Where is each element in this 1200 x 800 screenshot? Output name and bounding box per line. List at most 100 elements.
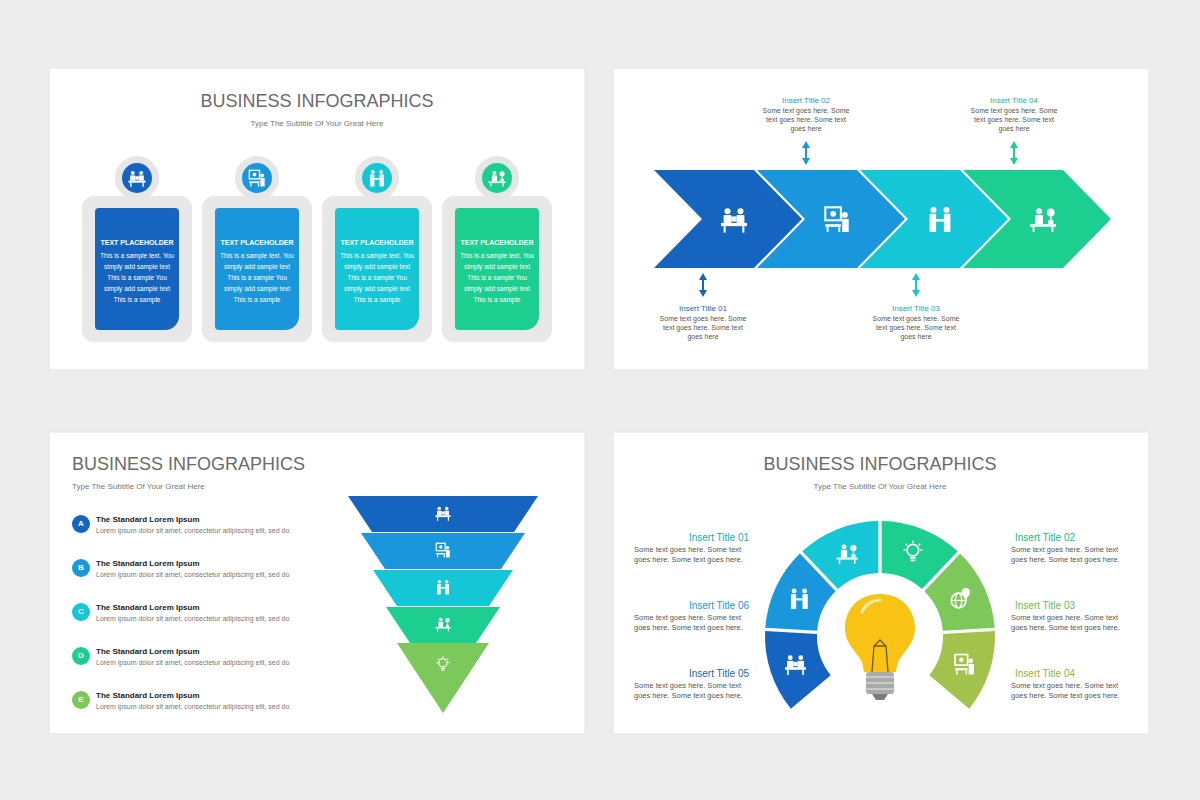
icon: [436, 618, 451, 632]
card-frame: [322, 196, 432, 342]
icon-ring: [475, 156, 519, 200]
callout-title: Insert Title 04: [1015, 667, 1145, 680]
card-frame: [442, 196, 552, 342]
body-text: Some text goes here. Some text goes here…: [634, 681, 752, 701]
funnel-layer: [386, 607, 500, 643]
body-text: Type The Subtitle Of Your Great Here: [167, 119, 467, 129]
badge-letter: D: [78, 651, 84, 661]
icon: [489, 171, 506, 187]
slide-panel: [613, 68, 1149, 370]
icon: [721, 208, 747, 232]
body-text: Some text goes here. Some text goes here…: [758, 106, 854, 133]
badge-letter: E: [78, 695, 83, 705]
body-text: Insert Title 03: [856, 304, 976, 314]
icon: [436, 543, 450, 557]
icon-disc: [362, 163, 392, 193]
callout-title: BUSINESS INFOGRAPHICS: [72, 454, 392, 475]
callout-title: BUSINESS INFOGRAPHICS: [680, 454, 1080, 475]
slide-panel: [49, 432, 585, 734]
card-body: This is a sample text. You simply add sa…: [99, 250, 175, 305]
card-heading: TEXT PLACEHOLDER: [339, 238, 415, 248]
text-card: TEXT PLACEHOLDERThis is a sample text. Y…: [215, 208, 299, 330]
double-arrow: [912, 273, 920, 297]
callout-title: Insert Title 01: [619, 531, 749, 544]
letter-badge: B: [72, 559, 90, 577]
card-body: This is a sample text. You simply add sa…: [459, 250, 535, 305]
ring-segment: [765, 631, 831, 709]
card-frame: [82, 196, 192, 342]
icon: [436, 656, 450, 671]
icon: [837, 545, 858, 564]
body-text: Insert Title 04: [954, 96, 1074, 106]
icon-disc: [482, 163, 512, 193]
text-card: TEXT PLACEHOLDERThis is a sample text. Y…: [455, 208, 539, 330]
callout-title: Insert Title 02: [1015, 531, 1145, 544]
funnel-layer: [373, 570, 513, 606]
light-bulb: [845, 594, 915, 700]
icon: [903, 541, 922, 562]
body-text: Some text goes here. Some text goes here…: [868, 314, 964, 341]
icon-ring: [355, 156, 399, 200]
double-arrow: [802, 141, 810, 165]
body-text: Some text goes here. Some text goes here…: [966, 106, 1062, 133]
callout-title: The Standard Lorem Ipsum: [96, 603, 331, 613]
slide-panel: [49, 68, 585, 370]
card-backs: [82, 196, 552, 342]
callout-title: The Standard Lorem Ipsum: [96, 559, 331, 569]
icon: [1030, 208, 1056, 232]
icon: [791, 589, 808, 609]
letter-badge: D: [72, 647, 90, 665]
body-text: Lorem ipsum dolor sit amet, consectetur …: [96, 614, 336, 623]
body-text: Some text goes here. Some text goes here…: [634, 613, 752, 633]
callout-title: The Standard Lorem Ipsum: [96, 515, 331, 525]
card-body: This is a sample text. You simply add sa…: [339, 250, 415, 305]
funnel-layer: [348, 496, 538, 532]
ring: [765, 521, 995, 709]
text-card: TEXT PLACEHOLDER This is a sample text. Y…: [335, 208, 419, 330]
body-text: Some text goes here. Some text goes here…: [1011, 545, 1129, 565]
badge-letter: B: [78, 563, 84, 573]
funnel-layer: [361, 533, 525, 569]
slide-title: BUSINESS INFOGRAPHICS: [117, 91, 517, 112]
drawing: [115, 141, 1111, 713]
body-text: Insert Title 01: [643, 304, 763, 314]
icon: [370, 170, 384, 186]
funnel-tip: [397, 643, 489, 713]
icon: [951, 588, 970, 608]
body-text: Lorem ipsum dolor sit amet, consectetur …: [96, 702, 336, 711]
callout-title: Insert Title 03: [1015, 599, 1145, 612]
callout-title: The Standard Lorem Ipsum: [96, 647, 331, 657]
card-frame: [202, 196, 312, 342]
body-text: Some text goes here. Some text goes here…: [1011, 613, 1129, 633]
icon-ring: [235, 156, 279, 200]
icon-ring: [115, 156, 159, 200]
ring-segment: [929, 631, 995, 709]
badge-letter: A: [78, 519, 84, 529]
callout-title: The Standard Lorem Ipsum: [96, 691, 331, 701]
slide-panel: [613, 432, 1149, 734]
ring-segment: [802, 521, 878, 589]
icon: [249, 170, 264, 186]
card-heading: TEXT PLACEHOLDER: [99, 238, 175, 248]
icon: [436, 507, 451, 521]
icon: [437, 580, 449, 594]
letter-badge: A: [72, 515, 90, 533]
card-body: This is a sample text. You simply add sa…: [219, 250, 295, 305]
icon: [825, 207, 848, 232]
callout-title: Insert Title 05: [619, 667, 749, 680]
callout-title: Insert Title 06: [619, 599, 749, 612]
body-text: Type The Subtitle Of Your Great Here: [730, 482, 1030, 492]
body-text: Insert Title 02: [746, 96, 866, 106]
body-text: Some text goes here. Some text goes here…: [1011, 681, 1129, 701]
letter-badge: C: [72, 603, 90, 621]
letter-badge: E: [72, 691, 90, 709]
body-text: Some text goes here. Some text goes here…: [634, 545, 752, 565]
icon: [129, 171, 146, 187]
body-text: Some text goes here. Some text goes here…: [655, 314, 751, 341]
text-card: TEXT PLACEHOLDER This is a sample text. Y…: [95, 208, 179, 330]
icon: [785, 655, 806, 675]
badge-letter: C: [78, 607, 84, 617]
body-text: Type The Subtitle Of Your Great Here: [72, 482, 372, 492]
body-text: Lorem ipsum dolor sit amet, consectetur …: [96, 658, 336, 667]
